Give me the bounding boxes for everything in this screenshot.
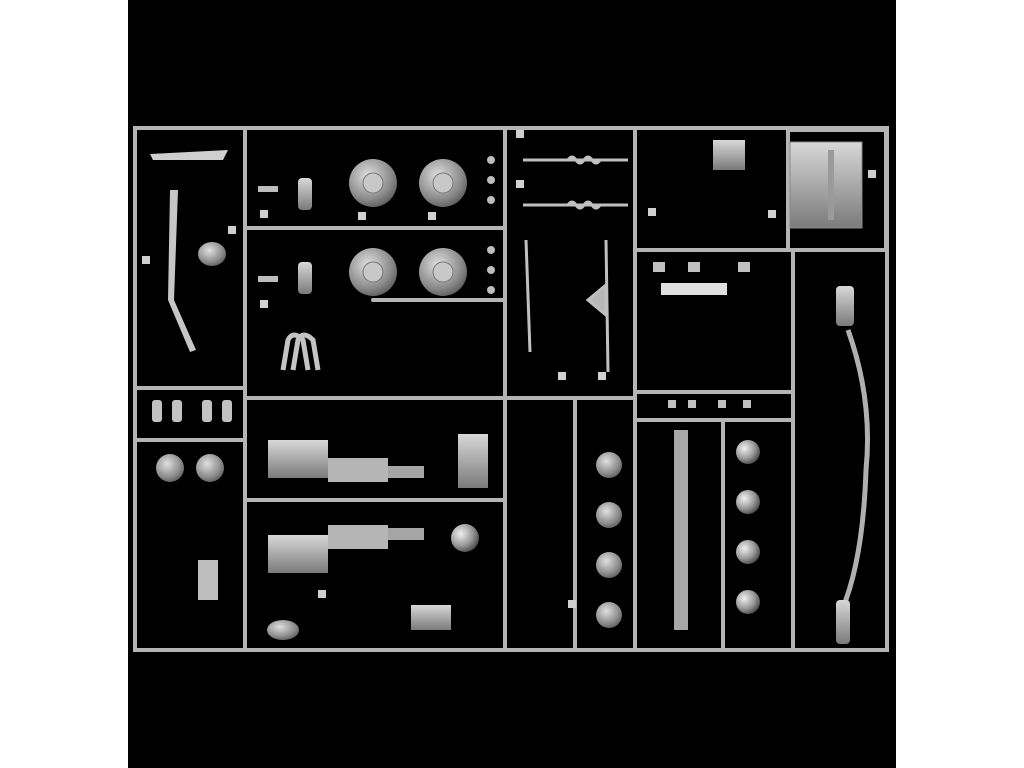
brake-disc-parts xyxy=(596,452,622,628)
upper-right-parts xyxy=(653,140,751,408)
wheel-parts xyxy=(349,159,467,296)
fuel-tank-part xyxy=(786,128,888,252)
small-fittings xyxy=(258,156,495,294)
extinguisher-parts xyxy=(298,178,312,294)
engine-parts xyxy=(267,434,488,640)
photo-frame xyxy=(128,0,896,768)
exhaust-header-part xyxy=(280,332,321,371)
sprue-photo xyxy=(133,126,889,652)
gate-tabs xyxy=(142,130,876,608)
left-column-parts xyxy=(150,150,232,600)
suspension-parts xyxy=(523,155,628,373)
exhaust-pipe-part xyxy=(836,286,870,644)
sprue-frame xyxy=(133,126,889,652)
ball-parts xyxy=(674,430,760,630)
